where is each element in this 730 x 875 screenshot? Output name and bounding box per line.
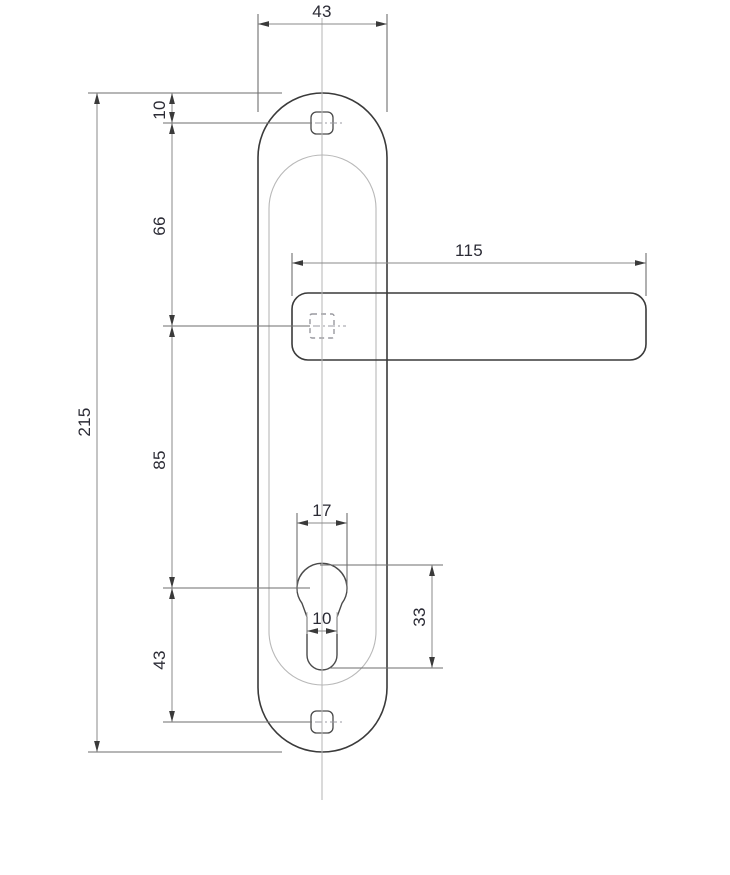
dimension-keyhole-slot-width: 10 — [306, 609, 338, 634]
dimension-label-plate-width: 43 — [312, 2, 332, 21]
dimension-label-top-screw-offset: 10 — [150, 100, 169, 120]
dimension-label-keyhole-circle-width: 17 — [312, 501, 332, 520]
dimension-label-keyhole-slot-width: 10 — [312, 609, 332, 628]
dimension-label-handle-length: 115 — [455, 241, 483, 260]
dimension-label-screw-to-spindle: 66 — [150, 216, 169, 236]
dimension-plate-width: 43 — [257, 2, 388, 112]
dimension-handle-length: 115 — [291, 241, 647, 296]
keyhole-euro-cylinder — [296, 562, 348, 671]
dimension-label-spindle-to-keyhole: 85 — [150, 450, 169, 470]
dimension-keyhole-circle-width: 17 — [296, 501, 348, 592]
dimension-label-keyhole-to-screw: 43 — [150, 650, 169, 670]
dimension-label-keyhole-total-height: 33 — [410, 607, 429, 627]
dimension-chain-vertical: 10 66 85 43 — [150, 92, 312, 723]
dimension-keyhole-total-height: 33 — [320, 564, 443, 669]
dimension-label-plate-total-length: 215 — [75, 407, 94, 436]
dimension-plate-total-length: 215 — [75, 92, 282, 753]
